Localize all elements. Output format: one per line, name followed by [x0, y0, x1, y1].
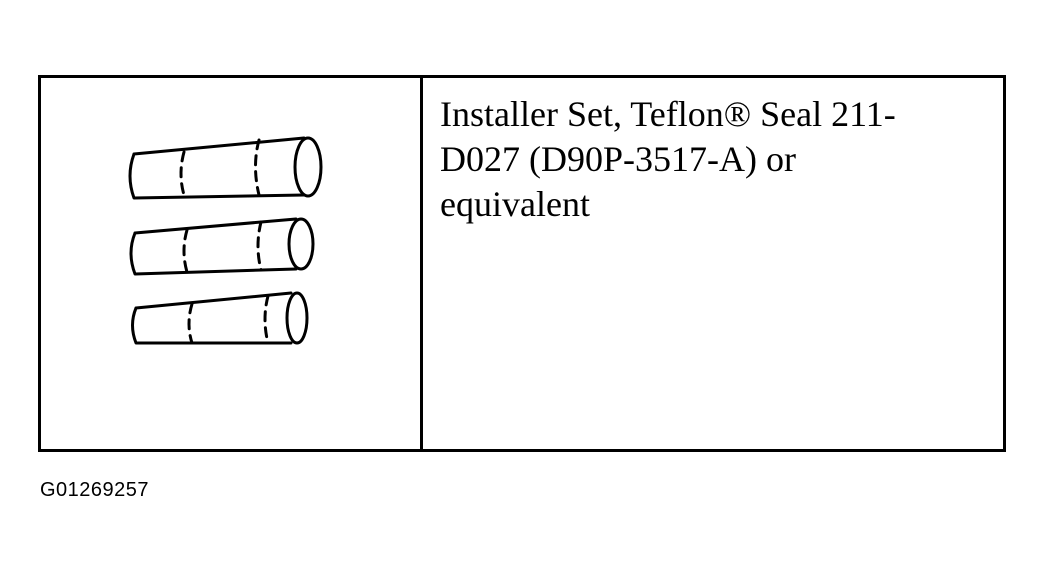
seal-installer-set-icon — [128, 136, 323, 345]
tool-illustration-cell — [41, 78, 423, 449]
tool-description-cell: Installer Set, Teflon® Seal 211-D027 (D9… — [423, 78, 1003, 449]
installer-medium — [129, 217, 315, 276]
figure-id: G01269257 — [40, 479, 150, 501]
installer-large — [128, 136, 323, 200]
tool-table: Installer Set, Teflon® Seal 211-D027 (D9… — [38, 75, 1006, 452]
tool-description: Installer Set, Teflon® Seal 211-D027 (D9… — [440, 94, 896, 224]
installer-small — [131, 291, 309, 345]
